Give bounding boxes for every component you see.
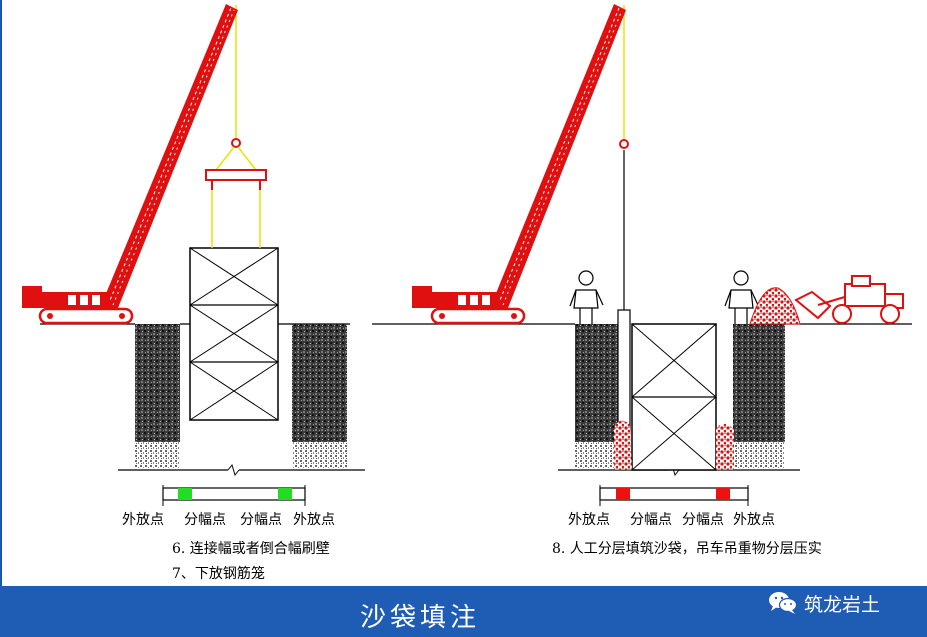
- brand-watermark: 筑龙岩土: [768, 588, 880, 618]
- guide-wall-gravel: [575, 442, 620, 468]
- guide-wall-soil: [733, 324, 785, 442]
- sandbag-fill: [716, 423, 734, 470]
- split-point-label: 分幅点: [240, 512, 282, 528]
- rebar-cage: [189, 247, 279, 421]
- split-point-label: 分幅点: [184, 512, 226, 528]
- guide-wall-gravel: [135, 442, 180, 468]
- guide-wall-soil: [575, 324, 620, 442]
- guide-wall-soil: [135, 324, 180, 442]
- outer-point-label: 外放点: [568, 512, 610, 528]
- split-point-marker: [278, 488, 292, 500]
- right-panel: [372, 4, 912, 506]
- lifting-rig: [205, 5, 267, 248]
- sandbag-fill: [614, 420, 632, 470]
- step-8-label: 8. 人工分层填筑沙袋，吊车吊重物分层压实: [552, 541, 822, 557]
- left-border: [0, 0, 2, 586]
- guide-wall-gravel: [733, 442, 785, 468]
- left-panel: [22, 4, 365, 506]
- layout-markers: [599, 485, 749, 506]
- guide-wall-gravel: [292, 442, 347, 468]
- banner-title: 沙袋填注: [360, 603, 481, 633]
- split-point-marker: [178, 488, 192, 500]
- outer-point-label: 外放点: [293, 512, 335, 528]
- step-7-label: 7、下放钢筋笼: [172, 566, 265, 582]
- rebar-cage: [631, 323, 717, 471]
- wechat-icon: [769, 592, 798, 614]
- outer-point-label: 外放点: [122, 512, 164, 528]
- worker-icon: [724, 270, 759, 324]
- outer-point-label: 外放点: [733, 512, 775, 528]
- layout-markers: [162, 485, 306, 506]
- split-point-marker: [716, 488, 730, 500]
- split-point-marker: [616, 488, 630, 500]
- crawler-crane-icon: [22, 4, 238, 325]
- brand-name: 筑龙岩土: [804, 593, 881, 616]
- sand-pile: [749, 287, 801, 325]
- worker-icon: [569, 270, 604, 324]
- guide-wall-soil: [292, 324, 347, 442]
- loader-icon: [794, 275, 904, 324]
- step-6-label: 6. 连接幅或者倒合幅刷壁: [172, 541, 330, 557]
- split-point-label: 分幅点: [682, 512, 724, 528]
- joint-pipe: [617, 150, 631, 466]
- crawler-crane-icon: [412, 4, 629, 325]
- split-point-label: 分幅点: [630, 512, 672, 528]
- break-mark: [227, 463, 240, 477]
